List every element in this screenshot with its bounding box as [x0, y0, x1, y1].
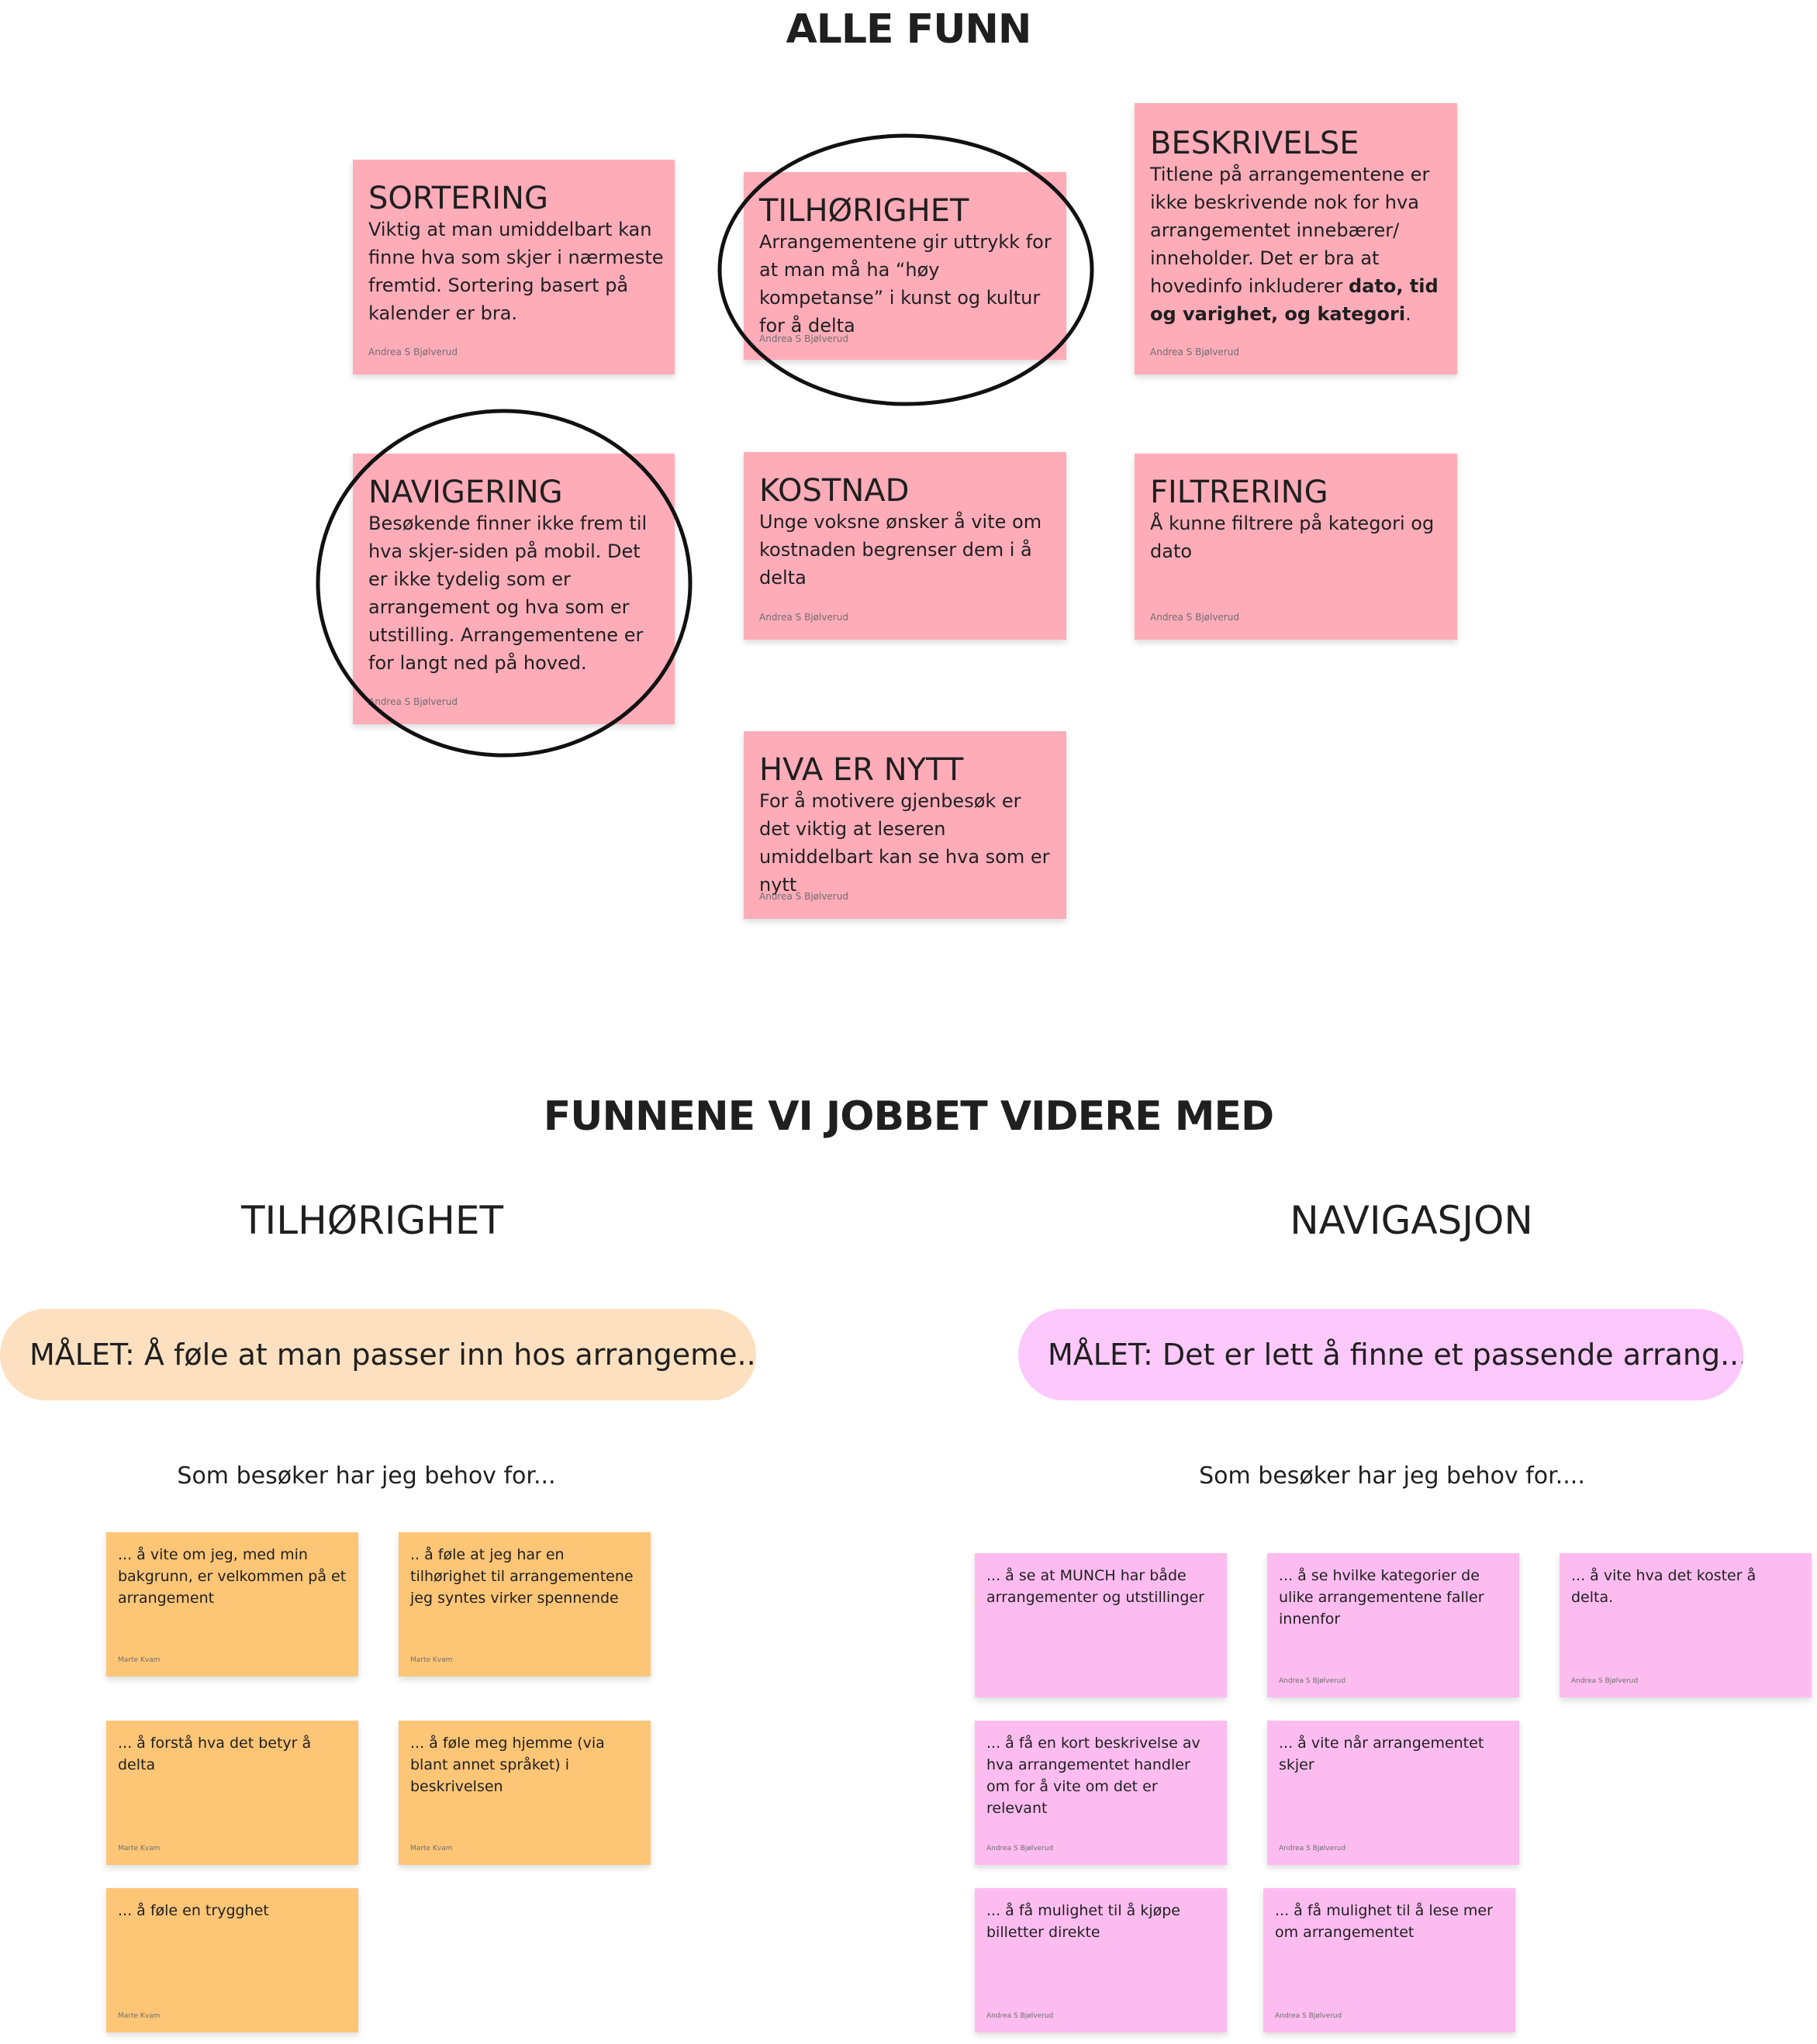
finding-author: Andrea S Bjølverud: [368, 347, 458, 357]
finding-title: HVA ER NYTT: [759, 752, 964, 788]
finding-body: Titlene på arrangementene er ikke beskri…: [1150, 161, 1446, 328]
need-note[interactable]: ... å vite når arrangementet skjer Andre…: [1267, 1721, 1519, 1865]
finding-title: SORTERING: [368, 181, 548, 216]
need-note-author: Marte Kvam: [118, 2012, 161, 2020]
finding-author: Andrea S Bjølverud: [1150, 347, 1239, 357]
need-note-author: Andrea S Bjølverud: [1279, 1845, 1346, 1852]
finding-body: Viktig at man umiddelbart kan finne hva …: [368, 219, 664, 324]
finding-author: Andrea S Bjølverud: [759, 891, 848, 902]
need-note-text: ... å vite hva det koster å delta.: [1571, 1567, 1757, 1606]
need-note-text: ... å se hvilke kategorier de ulike arra…: [1279, 1567, 1484, 1628]
need-note[interactable]: ... å få mulighet til å kjøpe billetter …: [975, 1888, 1227, 2032]
finding-note-navigering[interactable]: NAVIGERING Besøkende finner ikke frem ti…: [353, 454, 675, 724]
need-note-author: Andrea S Bjølverud: [1571, 1677, 1639, 1685]
column-title-navigasjon: NAVIGASJON: [1290, 1198, 1533, 1243]
goal-pill-tilhorighet[interactable]: MÅLET: Å føle at man passer inn hos arra…: [0, 1309, 756, 1400]
need-note-author: Andrea S Bjølverud: [1279, 1677, 1346, 1685]
need-note[interactable]: ... å få en kort beskrivelse av hva arra…: [975, 1721, 1227, 1865]
goal-pill-navigasjon[interactable]: MÅLET: Det er lett å finne et passende a…: [1018, 1309, 1743, 1400]
finding-body: Å kunne filtrere på kategori og dato: [1150, 513, 1435, 562]
need-note-author: Marte Kvam: [410, 1656, 453, 1664]
finding-note-hva-er-nytt[interactable]: HVA ER NYTT For å motivere gjenbesøk er …: [744, 731, 1066, 919]
need-note-author: Marte Kvam: [118, 1845, 161, 1852]
need-note-text: ... å få mulighet til å lese mer om arra…: [1275, 1902, 1493, 1941]
need-note[interactable]: .. å føle at jeg har en tilhørighet til …: [399, 1532, 651, 1676]
finding-title: TILHØRIGHET: [759, 193, 969, 229]
need-note-text: .. å føle at jeg har en tilhørighet til …: [410, 1546, 634, 1607]
need-note-author: Marte Kvam: [410, 1845, 453, 1852]
finding-body: For å motivere gjenbesøk er det viktig a…: [759, 790, 1050, 896]
finding-body: Arrangementene gir uttrykk for at man må…: [759, 231, 1052, 337]
finding-author: Andrea S Bjølverud: [1150, 612, 1239, 623]
finding-title: FILTRERING: [1150, 475, 1328, 510]
column-title-tilhorighet: TILHØRIGHET: [240, 1198, 504, 1243]
finding-note-filtrering[interactable]: FILTRERING Å kunne filtrere på kategori …: [1135, 454, 1457, 640]
need-note[interactable]: ... å se at MUNCH har både arrangementer…: [975, 1553, 1227, 1697]
need-note-text: ... å få en kort beskrivelse av hva arra…: [986, 1735, 1200, 1817]
finding-body: Besøkende finner ikke frem til hva skjer…: [368, 513, 648, 674]
need-note-text: ... å føle meg hjemme (via blant annet s…: [410, 1735, 605, 1795]
finding-title: KOSTNAD: [759, 473, 910, 509]
finding-note-tilhorighet[interactable]: TILHØRIGHET Arrangementene gir uttrykk f…: [744, 172, 1066, 360]
need-note-text: ... å få mulighet til å kjøpe billetter …: [986, 1902, 1180, 1941]
section-title-all-findings: ALLE FUNN: [786, 6, 1032, 53]
need-note[interactable]: ... å vite om jeg, med min bakgrunn, er …: [106, 1532, 358, 1676]
need-note-text: ... å se at MUNCH har både arrangementer…: [986, 1567, 1204, 1606]
need-note-author: Andrea S Bjølverud: [1275, 2012, 1342, 2020]
finding-note-beskrivelse[interactable]: BESKRIVELSE Titlene på arrangementene er…: [1135, 103, 1457, 375]
need-note[interactable]: ... å se hvilke kategorier de ulike arra…: [1267, 1553, 1519, 1697]
need-note[interactable]: ... å vite hva det koster å delta. Andre…: [1560, 1553, 1812, 1697]
finding-author: Andrea S Bjølverud: [759, 333, 848, 344]
finding-body-bold: dato, tid og varighet, og kategori: [1150, 275, 1439, 325]
finding-title: NAVIGERING: [368, 475, 563, 510]
need-note[interactable]: ... å føle en trygghet Marte Kvam: [106, 1888, 358, 2032]
need-note[interactable]: ... å føle meg hjemme (via blant annet s…: [399, 1721, 651, 1865]
need-intro-navigasjon: Som besøker har jeg behov for....: [1199, 1462, 1585, 1490]
need-note-text: ... å vite når arrangementet skjer: [1279, 1735, 1484, 1773]
need-note[interactable]: ... å forstå hva det betyr å delta Marte…: [106, 1721, 358, 1865]
finding-title: BESKRIVELSE: [1150, 126, 1359, 161]
need-note[interactable]: ... å få mulighet til å lese mer om arra…: [1263, 1888, 1515, 2032]
finding-note-kostnad[interactable]: KOSTNAD Unge voksne ønsker å vite om kos…: [744, 452, 1066, 640]
finding-body-end: .: [1405, 303, 1411, 325]
finding-note-sortering[interactable]: SORTERING Viktig at man umiddelbart kan …: [353, 160, 675, 375]
finding-body-text: Titlene på arrangementene er ikke beskri…: [1150, 164, 1430, 297]
need-note-text: ... å føle en trygghet: [118, 1902, 269, 1919]
finding-author: Andrea S Bjølverud: [759, 612, 848, 623]
finding-author: Andrea S Bjølverud: [368, 696, 458, 707]
need-note-author: Andrea S Bjølverud: [986, 1845, 1054, 1852]
need-note-text: ... å forstå hva det betyr å delta: [118, 1735, 312, 1773]
section-title-further-findings: FUNNENE VI JOBBET VIDERE MED: [543, 1093, 1274, 1140]
finding-body: Unge voksne ønsker å vite om kostnaden b…: [759, 511, 1042, 589]
need-note-author: Marte Kvam: [118, 1656, 161, 1664]
need-intro-tilhorighet: Som besøker har jeg behov for...: [177, 1462, 556, 1490]
need-note-author: Andrea S Bjølverud: [986, 2012, 1054, 2020]
need-note-text: ... å vite om jeg, med min bakgrunn, er …: [118, 1546, 347, 1607]
